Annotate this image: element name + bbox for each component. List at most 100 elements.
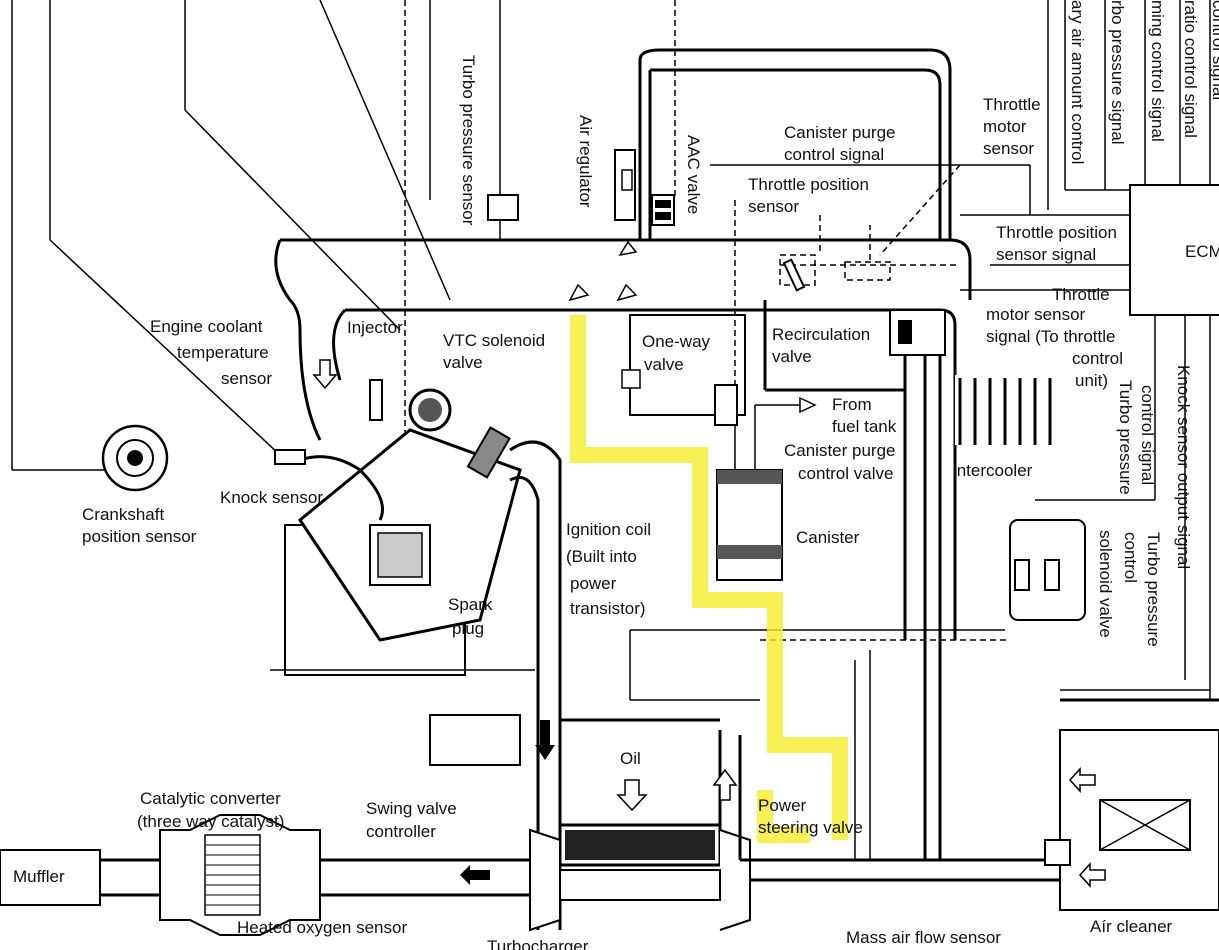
oil-arrow-icon: [616, 779, 648, 812]
arrow-down-icon: [312, 359, 338, 390]
air-regulator-label: Air regulator: [576, 115, 595, 208]
catalytic-converter-label: (three way catalyst): [137, 812, 284, 831]
swing-valve-label: Swing valve: [366, 799, 457, 818]
swing-valve-label: controller: [366, 822, 436, 841]
power-steering-label: Power: [758, 796, 807, 815]
aac-valve: [651, 194, 675, 226]
engine-coolant-label: temperature: [177, 343, 269, 362]
fuel-tank-label: From: [832, 395, 872, 414]
turbo-pressure-sensor-label: Turbo pressure sensor: [459, 55, 478, 226]
oil-label: Oil: [620, 749, 641, 768]
turbo-pressure-solenoid-label: control: [1121, 532, 1140, 583]
turbo-pressure-control-signal-label: Turbo pressure: [1116, 380, 1135, 495]
connecting-pipes: [270, 629, 1010, 860]
throttle-motor-sensor-label: Throttle: [983, 95, 1041, 114]
mass-air-flow-label: Mass air flow sensor: [846, 928, 1001, 947]
turbo-pressure-sensor-box: [487, 194, 519, 221]
throttle-motor-signal-label: control: [1072, 349, 1123, 368]
labels: Canister purge control signal Throttle m…: [13, 0, 1219, 950]
ecm-box: [1129, 184, 1219, 316]
aac-valve-label: AAC valve: [684, 135, 703, 214]
throttle-motor-signal-label: signal (To throttle: [986, 327, 1115, 346]
heated-oxygen-sensor-label: Heated oxygen sensor: [237, 918, 407, 937]
canister-purge-valve-label: control valve: [798, 464, 893, 483]
ecm-label: ECM: [1185, 242, 1219, 261]
canister-body: [716, 469, 783, 581]
solenoid-coil: [1044, 559, 1060, 591]
arrow-left-icon: [1068, 767, 1096, 793]
crankshaft-label: position sensor: [82, 527, 197, 546]
one-way-valve: [621, 369, 641, 389]
knock-sensor-label: Knock sensor: [220, 488, 323, 507]
one-way-valve-label: valve: [644, 355, 684, 374]
injector-body: [369, 379, 383, 421]
knock-sensor-output-label: Knock sensor output signal: [1174, 365, 1193, 569]
top-signal-label: rbo pressure signal: [1108, 0, 1127, 145]
arrow-left-icon: [1078, 862, 1106, 888]
muffler-label: Muffler: [13, 867, 65, 886]
power-steering-label: steering valve: [758, 818, 863, 837]
canister-purge-control-valve: [714, 384, 738, 426]
throttle-motor-signal-label: motor sensor: [986, 305, 1086, 324]
fuel-tank-label: fuel tank: [832, 417, 897, 436]
catalytic-converter-label: Catalytic converter: [140, 789, 281, 808]
canister-label: Canister: [796, 528, 860, 547]
throttle-motor-sensor-label: sensor: [983, 139, 1034, 158]
intercooler-label: Intercooler: [952, 461, 1033, 480]
one-way-valve-label: One-way: [642, 332, 711, 351]
top-signal-label: control signal: [1209, 0, 1219, 100]
throttle-motor-sensor-box: [844, 261, 891, 281]
throttle-position-signal-label: Throttle position: [996, 223, 1117, 242]
recirculation-valve-core: [898, 320, 912, 344]
highlight-vacuum-line: [570, 315, 848, 840]
flow-arrow-icon: [616, 283, 638, 302]
throttle-motor-signal-label: unit): [1075, 371, 1108, 390]
recirculation-label: Recirculation: [772, 325, 870, 344]
throttle-motor-sensor-label: motor: [983, 117, 1027, 136]
throttle-position-sensor-label: sensor: [748, 197, 799, 216]
top-signal-label: ary air amount control: [1068, 0, 1087, 164]
arrow-left-icon: [460, 865, 490, 885]
intake-manifold: [274, 48, 972, 860]
turbo-pressure-solenoid-label: Turbo pressure: [1144, 532, 1163, 647]
turbo-pressure-control-signal-label: control signal: [1138, 385, 1157, 485]
intercooler: [955, 375, 1052, 445]
signal-wires: [11, 0, 1211, 700]
recirculation-label: valve: [772, 347, 812, 366]
crankshaft-label: Crankshaft: [82, 505, 164, 524]
vtc-label: VTC solenoid: [443, 331, 545, 350]
canister-filter-top: [717, 470, 782, 484]
throttle-position-signal-label: sensor signal: [996, 245, 1096, 264]
turbo-pressure-solenoid-label: solenoid valve: [1096, 530, 1115, 638]
ignition-coil-label: power: [570, 574, 617, 593]
top-signal-label: ratio control signal: [1181, 0, 1200, 138]
throttle-motor-signal-label: Throttle: [1052, 285, 1110, 304]
one-way-valve-box: [629, 314, 746, 416]
spark-plug-label: plug: [452, 619, 484, 638]
turbocharger-label: Turbocharger: [487, 937, 589, 950]
canister-purge-signal-label: control signal: [784, 145, 884, 164]
engine-block: [284, 388, 562, 930]
arrow-down-icon: [535, 720, 555, 760]
vtc-label: valve: [443, 353, 483, 372]
canister-purge-signal-label: Canister purge: [784, 123, 896, 142]
air-cleaner-label: Aír cleaner: [1090, 917, 1173, 936]
ignition-coil-label: transistor): [570, 599, 646, 618]
canister-filter-bottom: [717, 545, 782, 559]
throttle-position-sensor-label: Throttle position: [748, 175, 869, 194]
throttle-plate: [782, 258, 806, 292]
flow-arrow-icon: [618, 240, 638, 257]
ignition-coil-label: Ignition coil: [566, 520, 651, 539]
spark-plug-label: Spark: [448, 595, 493, 614]
ignition-coil-label: (Built into: [566, 547, 637, 566]
top-signal-label: ming control signal: [1148, 0, 1167, 142]
solenoid-coil: [1014, 559, 1030, 591]
engine-coolant-label: Engine coolant: [150, 317, 263, 336]
arrow-left-icon: [799, 396, 817, 414]
air-regulator: [614, 149, 636, 221]
coolant-sensor: [274, 449, 306, 465]
injector-label: Injector: [347, 318, 403, 337]
arrow-up-icon: [712, 768, 738, 801]
highlight-power-steering: [757, 790, 810, 843]
